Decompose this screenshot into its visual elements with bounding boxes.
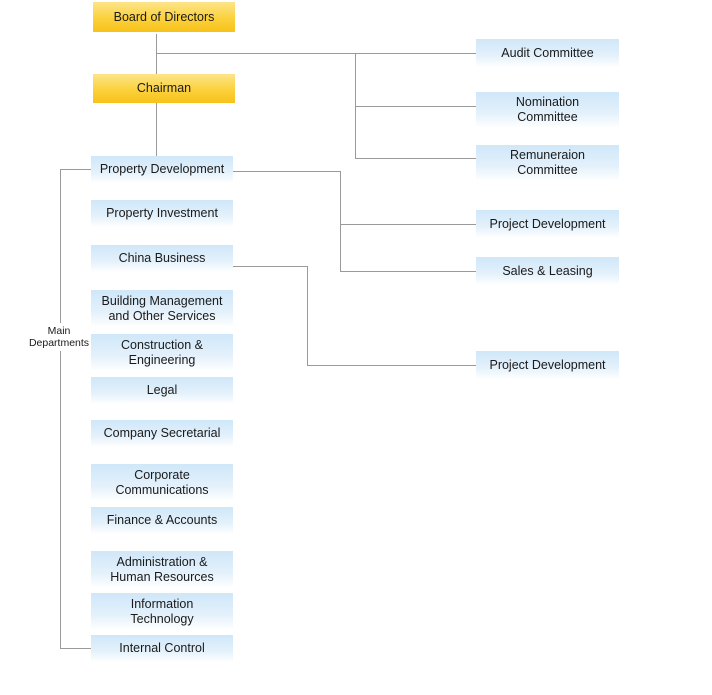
department-legal: Legal (91, 377, 233, 404)
board-of-directors-node: Board of Directors (93, 2, 235, 32)
department-corporate-communications: Corporate Communications (91, 464, 233, 501)
audit-committee-node: Audit Committee (476, 39, 619, 67)
connector-line (355, 158, 476, 159)
main-departments-label: Main Departments (26, 323, 92, 351)
connector-line (60, 169, 91, 170)
connector-line (60, 169, 61, 649)
department-china-business: China Business (91, 245, 233, 272)
department-company-secretarial: Company Secretarial (91, 420, 233, 447)
connector-line (355, 106, 476, 107)
connector-line (307, 365, 476, 366)
connector-line (233, 171, 340, 172)
connector-line (60, 648, 91, 649)
china-project-development-node: Project Development (476, 351, 619, 379)
connector-line (156, 103, 157, 156)
connector-line (340, 224, 476, 225)
department-administration-hr: Administration & Human Resources (91, 551, 233, 588)
connector-line (307, 266, 308, 365)
department-internal-control: Internal Control (91, 635, 233, 662)
connector-line (156, 34, 157, 74)
department-finance-accounts: Finance & Accounts (91, 507, 233, 534)
chairman-node: Chairman (93, 74, 235, 103)
remuneration-committee-node: Remuneraion Committee (476, 145, 619, 181)
department-information-technology: Information Technology (91, 593, 233, 630)
connector-line (233, 266, 307, 267)
department-property-development: Property Development (91, 156, 233, 183)
connector-line (340, 271, 476, 272)
property-project-development-node: Project Development (476, 210, 619, 238)
department-construction-engineering: Construction & Engineering (91, 334, 233, 371)
connector-line (156, 53, 476, 54)
connector-line (340, 171, 341, 271)
nomination-committee-node: Nomination Committee (476, 92, 619, 128)
department-property-investment: Property Investment (91, 200, 233, 227)
sales-leasing-node: Sales & Leasing (476, 257, 619, 285)
department-building-management: Building Management and Other Services (91, 290, 233, 327)
